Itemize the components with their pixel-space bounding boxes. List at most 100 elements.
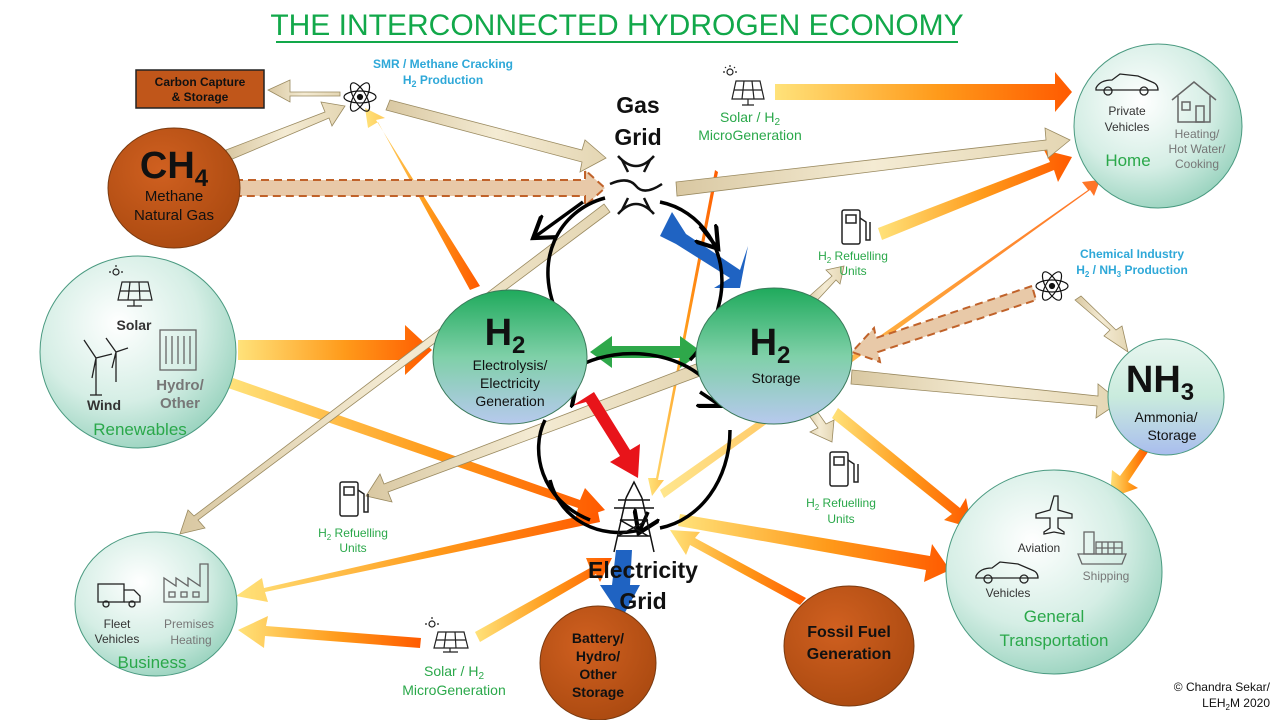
- storage-node: H2 Storage: [695, 287, 853, 425]
- transport-line1: General: [1024, 607, 1084, 626]
- truck-icon: [97, 583, 141, 608]
- home-heating1: Heating/: [1175, 127, 1220, 141]
- solar-panel-icon: [723, 65, 765, 106]
- smr-line1: SMR / Methane Cracking: [373, 57, 513, 71]
- carbon-capture-line1: Carbon Capture: [155, 75, 246, 89]
- chemical-node: Chemical Industry H2 / NH3 Production: [1035, 247, 1188, 301]
- arrow-fossil-to-grid: [670, 530, 806, 605]
- gas-grid-line1: Gas: [616, 92, 659, 118]
- solar-bottom-line1: Solar / H2: [424, 663, 484, 682]
- transport-shipping: Shipping: [1083, 569, 1130, 583]
- arrow-electrolysis-to-smr: [365, 108, 480, 290]
- cycle-arc-lower-right: [659, 429, 732, 530]
- arrow-solar-to-home: [775, 72, 1072, 112]
- solar-top-line1: Solar / H2: [720, 109, 780, 128]
- electricity-grid-line1: Electricity: [588, 557, 698, 583]
- arrow-solar-to-business: [238, 616, 421, 648]
- solar-bottom-line2: MicroGeneration: [402, 682, 506, 698]
- cycle-arc-left-top: [536, 200, 585, 236]
- electrolysis-line2: Electricity: [480, 375, 540, 391]
- arrow-renewables-to-grid: [228, 378, 605, 520]
- cycle-arc-right-top: [700, 226, 716, 246]
- car-icon: [1095, 73, 1159, 96]
- battery-line1: Battery/: [572, 630, 624, 646]
- renewables-solar: Solar: [116, 317, 152, 333]
- electrolysis-node: H2 Electrolysis/ Electricity Generation: [432, 289, 588, 425]
- refuel-left-node: H2 Refuelling Units: [318, 481, 388, 555]
- atom-icon: [343, 82, 377, 112]
- gas-grid-node: Gas Grid: [609, 92, 663, 215]
- arrow-gasgrid-to-home: [675, 127, 1071, 197]
- copyright-line2: LEH2M 2020: [1202, 696, 1270, 712]
- renewables-hydro2: Other: [160, 395, 200, 412]
- home-label: Home: [1105, 151, 1150, 170]
- fuel-pump-icon: [339, 481, 369, 517]
- arrow-chemical-to-ammonia: [1074, 295, 1129, 353]
- storage-formula: H2: [750, 322, 791, 369]
- refuel-top-line2: Units: [839, 264, 866, 278]
- home-vehicles: Vehicles: [1105, 120, 1150, 134]
- arrow-storage-to-ammonia: [850, 369, 1121, 419]
- business-fleet1: Fleet: [104, 617, 131, 631]
- refuel-left-line2: Units: [339, 541, 366, 555]
- refuel-mid-node: H2 Refuelling Units: [806, 451, 876, 526]
- airplane-icon: [1035, 495, 1073, 535]
- renewables-node: Solar Wind Hydro/ Other Renewables: [39, 255, 237, 449]
- arrow-methane-to-smr: [225, 101, 346, 161]
- refuel-mid-line1: H2 Refuelling: [806, 496, 876, 512]
- cycle-arc-top-left: [546, 196, 606, 321]
- ammonia-node: NH3 Ammonia/ Storage: [1107, 338, 1225, 456]
- methane-line2: Natural Gas: [134, 207, 214, 224]
- fossil-node: Fossil Fuel Generation: [783, 585, 915, 707]
- renewables-wind: Wind: [87, 397, 121, 413]
- refuel-top-line1: H2 Refuelling: [818, 249, 888, 265]
- house-icon: [1171, 81, 1217, 123]
- smr-node: SMR / Methane Cracking H2 Production: [343, 57, 513, 112]
- solar-bottom-node: Solar / H2 MicroGeneration: [402, 617, 506, 698]
- refuel-top-node: H2 Refuelling Units: [818, 209, 888, 278]
- electrolysis-formula: H2: [485, 312, 526, 359]
- cycle-arc-mid-left: [536, 419, 591, 522]
- arrow-storage-to-refuel-left: [365, 363, 701, 503]
- ammonia-line1: Ammonia/: [1134, 409, 1197, 425]
- gas-grid-line2: Grid: [614, 124, 661, 150]
- car-icon: [975, 561, 1039, 584]
- electricity-grid-line2: Grid: [619, 588, 666, 614]
- methane-formula: CH4: [140, 145, 209, 192]
- arrow-renewables-to-electrolysis: [238, 325, 432, 375]
- chemical-line2: H2 / NH3 Production: [1076, 263, 1188, 279]
- electrolysis-line3: Generation: [475, 393, 544, 409]
- home-node: Private Vehicles Heating/ Hot Water/ Coo…: [1073, 43, 1243, 209]
- battery-line2: Hydro/: [576, 648, 620, 664]
- home-private: Private: [1108, 104, 1146, 118]
- business-premises1: Premises: [164, 617, 214, 631]
- battery-node: Battery/ Hydro/ Other Storage: [539, 605, 657, 720]
- transport-line2: Transportation: [1000, 631, 1109, 650]
- solar-panel-icon: [109, 265, 153, 307]
- arrow-gasgrid-to-business: [179, 203, 611, 535]
- arrow-grid-to-business: [236, 512, 600, 602]
- copyright: © Chandra Sekar/ LEH2M 2020: [1174, 680, 1271, 712]
- home-heating3: Cooking: [1175, 157, 1219, 171]
- business-premises2: Heating: [170, 633, 211, 647]
- renewables-label: Renewables: [93, 420, 187, 439]
- fuel-pump-icon: [841, 209, 871, 245]
- ammonia-formula: NH3: [1126, 359, 1194, 406]
- smr-line2: H2 Production: [403, 73, 483, 89]
- gas-grid-icon: [609, 155, 663, 215]
- home-heating2: Hot Water/: [1169, 142, 1227, 156]
- arrow-smr-to-gasgrid: [385, 99, 607, 173]
- ammonia-line2: Storage: [1147, 427, 1196, 443]
- solar-panel-icon: [425, 617, 469, 653]
- renewables-hydro1: Hydro/: [156, 377, 204, 394]
- business-fleet2: Vehicles: [95, 632, 140, 646]
- factory-icon: [163, 563, 209, 603]
- solar-top-node: Solar / H2 MicroGeneration: [698, 65, 802, 143]
- arrow-grid-to-battery: [600, 550, 640, 618]
- carbon-capture-node: Carbon Capture & Storage: [135, 69, 265, 109]
- methane-line1: Methane: [145, 188, 203, 205]
- arrow-grid-to-transport: [678, 514, 950, 582]
- fossil-line2: Generation: [807, 646, 891, 663]
- refuel-mid-line2: Units: [827, 512, 854, 526]
